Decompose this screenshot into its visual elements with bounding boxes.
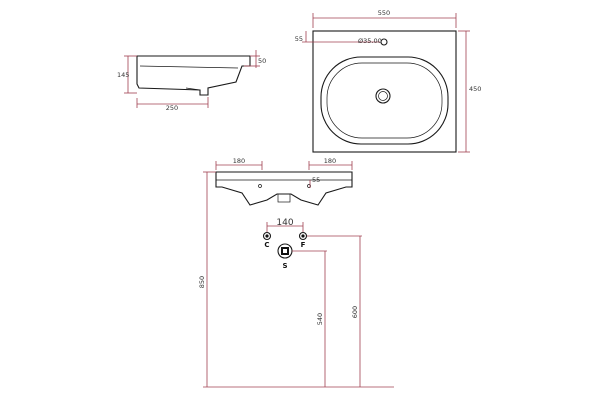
side-inner-bottom [185,87,201,91]
hot-supply-inner [301,234,305,238]
top-view: 550 55 Ø35.00 450 [295,9,481,153]
side-view: 145 50 250 [117,50,266,112]
drain-outer [375,88,391,104]
front-fix-hole-right [307,184,311,188]
waste-label: S [282,262,287,270]
hot-supply-outer [298,231,308,241]
side-depth-label: 250 [166,104,178,112]
side-inner-line [139,65,239,69]
drain-inner [378,91,388,101]
hot-supply-label: F [301,241,306,249]
cold-supply-inner [265,234,269,238]
front-profile [215,171,353,206]
bowl-inner [326,62,443,139]
top-depth-label: 450 [469,85,481,93]
cold-supply-label: C [264,241,269,249]
front-waste-height-label: 540 [316,313,324,325]
waste-core-inner [283,249,287,253]
tap-hole [380,38,388,46]
front-spacing-label: 140 [276,218,293,228]
cold-supply-outer [262,231,272,241]
front-view: 180 180 55 140 C F S 850 [198,157,394,388]
front-right-label: 180 [324,157,336,165]
front-tap-height-label: 55 [312,176,320,184]
side-profile [136,55,251,96]
top-view-outline [312,30,457,153]
front-total-height-label: 850 [198,276,206,288]
top-tap-offset-label: 55 [295,35,303,43]
front-left-label: 180 [233,157,245,165]
top-width-label: 550 [378,9,390,17]
bowl-outer [320,56,449,145]
front-fix-hole-left [258,184,262,188]
side-height-label: 145 [117,71,129,79]
top-hole-dia-label: Ø35.00 [358,37,382,45]
side-rim-label: 50 [258,57,266,65]
front-supply-height-label: 600 [351,306,359,318]
front-waste-outlet [277,193,291,203]
